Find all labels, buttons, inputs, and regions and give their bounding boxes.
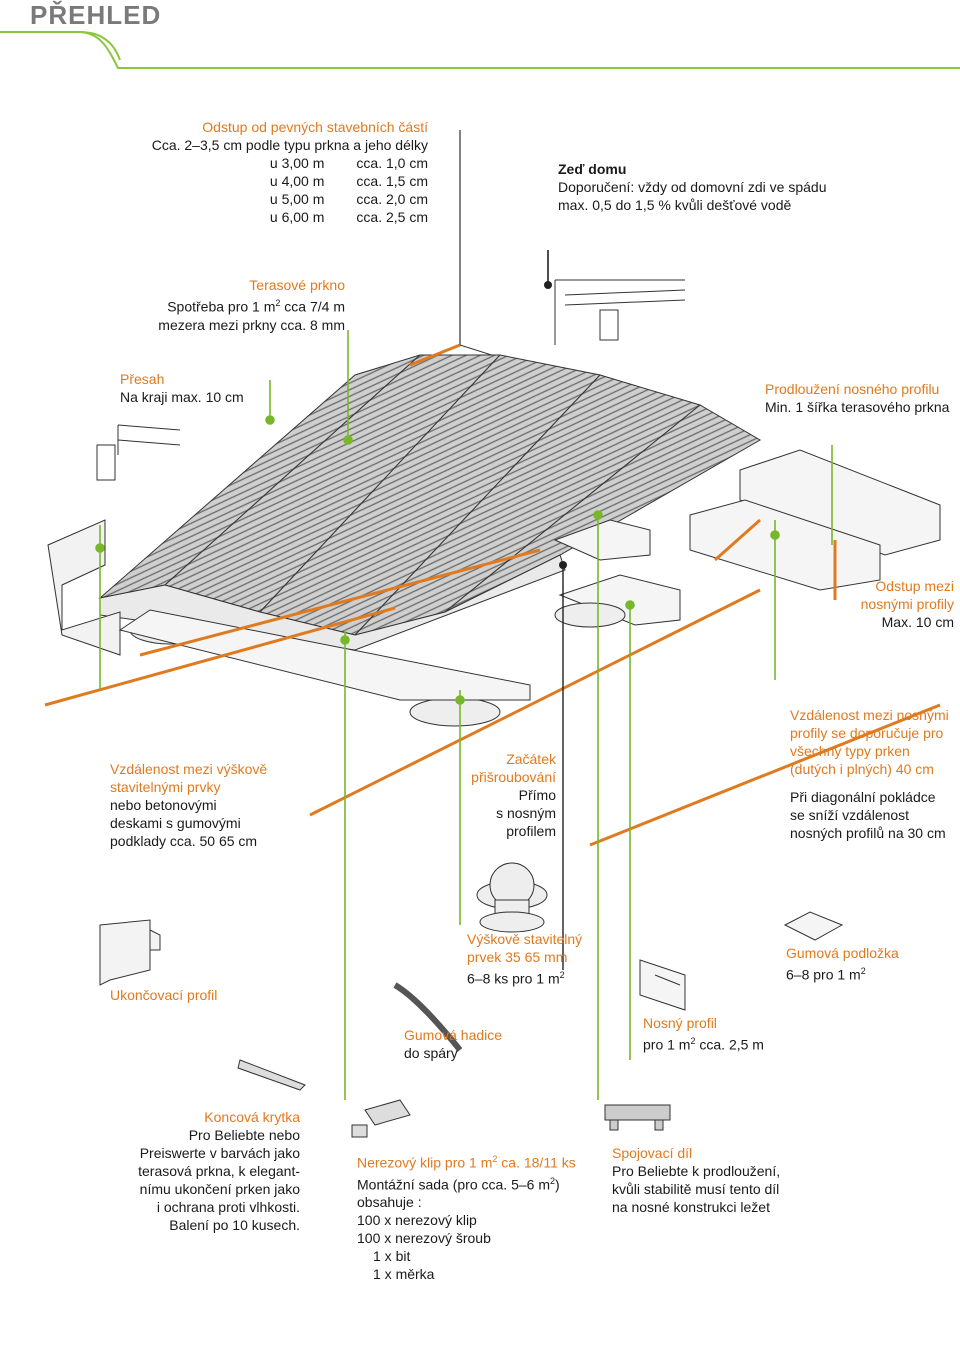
ukoncovaci-label: Ukončovací profil [110,987,218,1003]
nosny-label: Nosný profil pro 1 m2 cca. 2,5 m [643,1015,764,1053]
bearing-profile-part [639,959,686,1011]
clip-part [351,1099,411,1138]
odstup-label: Odstup od pevných stavebních částí Cca. … [151,119,428,225]
house-icon-1 [554,279,686,345]
prodlouzeni-label: Prodloužení nosného profilu Min. 1 šířka… [765,381,950,415]
presah-label: Přesah Na kraji max. 10 cm [120,371,244,405]
end-cap-part [237,1059,306,1091]
house-icon-2 [96,424,181,481]
callout-lines [95,330,833,1100]
pedestal-part [479,862,545,933]
edge-profile [47,519,121,656]
header-rule [0,31,121,61]
page-title: PŘEHLED [30,0,162,30]
connector-part [604,1104,671,1131]
orange-lines [44,343,941,847]
extension-profiles [553,449,941,626]
vzdalenost-nosne-label: Vzdálenost mezi nosnými profily se dopor… [790,707,949,841]
header-line [0,31,960,69]
rubber-pad-part [783,911,844,941]
zed-label: Zeď domu Doporučení: vždy od domovní zdi… [558,161,827,213]
hadice-label: Gumová hadice do spáry [404,1027,503,1061]
rubber-hose-part [393,982,463,1052]
prkno-label: Terasové prkno Spotřeba pro 1 m2 cca 7/4… [158,277,345,333]
krytka-label: Koncová krytka Pro Beliebte nebo Preiswe… [138,1109,300,1233]
odstup-profily-label: Odstup mezi nosnými profily Max. 10 cm [860,578,954,630]
vzdalenost-vyskove-label: Vzdálenost mezi výškově stavitelnými prv… [110,761,268,849]
spojovaci-label: Spojovací díl Pro Beliebte k prodloužení… [612,1145,781,1215]
klip-label: Nerezový klip pro 1 m2 ca. 18/11 ks Mont… [357,1154,576,1283]
edge-profile-part [99,919,161,986]
vyskove-label: Výškově stavitelný prvek 35 65 mm 6–8 ks… [467,931,583,987]
zacatek-label: Začátek přišroubování Přímo s nosným pro… [471,751,556,839]
podlozka-label: Gumová podložka 6–8 pro 1 m2 [786,945,899,983]
